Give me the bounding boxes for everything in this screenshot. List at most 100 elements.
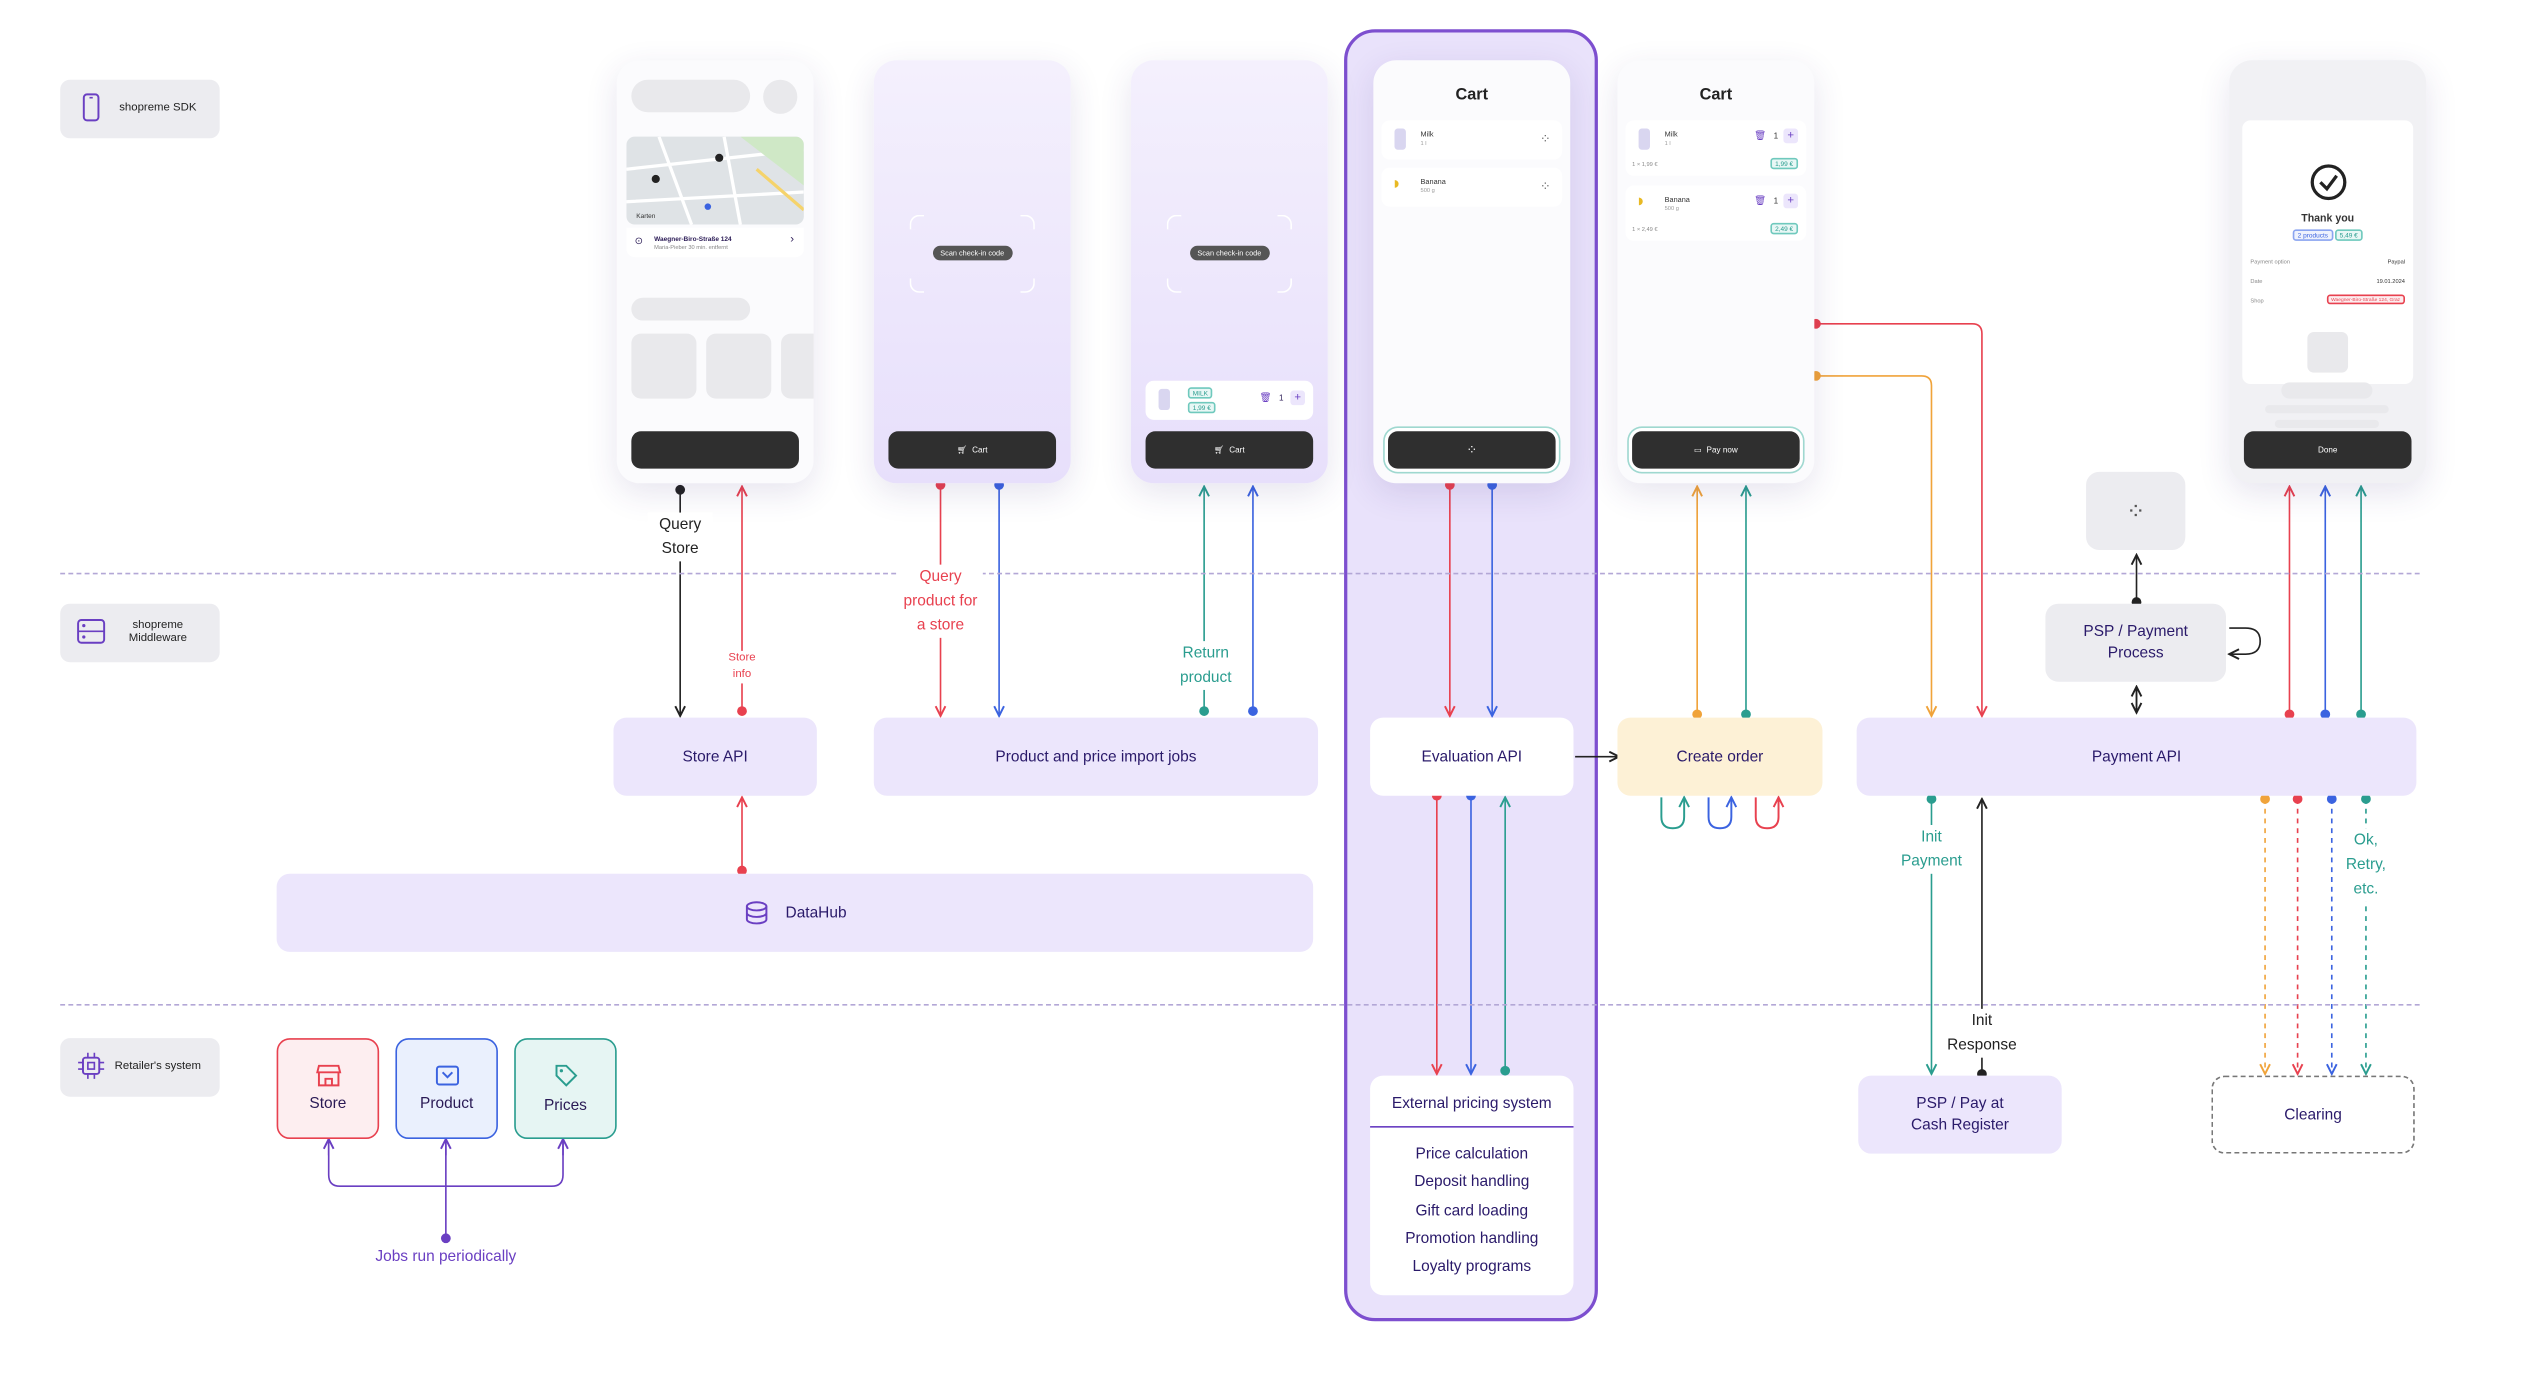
location-icon: ⊙ [634, 237, 643, 248]
phone-scan: Scan check-in code 🛒︎Cart [873, 60, 1071, 484]
pricing-feature: Loyalty programs [1412, 1258, 1532, 1277]
phone-icon [73, 92, 109, 126]
store-select-button[interactable] [631, 431, 799, 469]
product-icon [435, 1064, 459, 1085]
pricing-feature: Promotion handling [1405, 1229, 1539, 1248]
separator-sdk-middleware [60, 572, 2420, 575]
scan-pill: Scan check-in code [932, 245, 1013, 261]
done-button[interactable]: Done [2243, 431, 2412, 469]
store-sub: Maria-Pieber 30 min. entfernt [654, 244, 728, 251]
cart-item-milk[interactable]: Milk 1 l 🗑︎ 1 + 1 × 1,99 € 1,99 € [1625, 120, 1807, 176]
thank-you-title: Thank you [2301, 213, 2355, 225]
cart-item-banana[interactable]: ◗ Banana 500 g 🗑︎ 1 + 1 × 2,49 € 2,49 € [1625, 185, 1807, 241]
pay-now-button[interactable]: ▭Pay now [1632, 431, 1800, 469]
label-init-response: Init Response [1941, 1008, 2023, 1058]
label-return-product: Return product [1171, 641, 1240, 690]
layer-retailer: Retailer's system [60, 1038, 220, 1097]
total-badge: 5,49 € [2334, 229, 2363, 241]
external-pricing-box[interactable]: External pricing system Price calculatio… [1370, 1075, 1574, 1296]
map-view[interactable]: Karten [626, 136, 804, 225]
edge-order-loop-2 [1707, 797, 1732, 830]
psp-cash-box[interactable]: PSP / Pay at Cash Register [1858, 1075, 2062, 1154]
clearing-box[interactable]: Clearing [2211, 1075, 2415, 1154]
label-ok-retry: Ok, Retry, etc. [2343, 828, 2389, 902]
store-api-box[interactable]: Store API [613, 717, 817, 796]
create-order-box[interactable]: Create order [1617, 717, 1823, 796]
plus-icon[interactable]: + [1783, 193, 1799, 209]
price-tag-icon [554, 1064, 577, 1086]
phone-cart-priced: Cart Milk 1 l 🗑︎ 1 + 1 × 1,99 € 1,99 € ◗… [1617, 60, 1815, 484]
receipt-card: Thank you 2 products 5,49 € Payment opti… [2242, 120, 2414, 385]
phone-thank-you: Thank you 2 products 5,49 € Payment opti… [2229, 60, 2427, 484]
milk-icon [1158, 388, 1170, 411]
edge-pay-red [1815, 322, 1982, 716]
datahub-label: DataHub [785, 903, 847, 922]
store-name: Waegner-Biro-Straße 124 [654, 234, 732, 243]
server-icon [73, 618, 109, 649]
milk-icon [1638, 128, 1650, 150]
check-circle-icon [2310, 164, 2347, 201]
datahub-box[interactable]: DataHub [276, 873, 1314, 952]
pricing-feature: Price calculation [1415, 1145, 1529, 1164]
chip-icon [73, 1050, 109, 1084]
phone-scan-item: Scan check-in code MILK 1,99 € 🗑︎ 1 + 🛒︎… [1130, 60, 1328, 484]
retailer-prices-box[interactable]: Prices [514, 1038, 617, 1140]
separator-middleware-retailer [60, 1003, 2420, 1006]
external-pricing-title: External pricing system [1370, 1076, 1574, 1128]
milk-icon [1394, 128, 1406, 150]
layer-middleware: shopreme Middleware [60, 603, 220, 663]
import-jobs-box[interactable]: Product and price import jobs [873, 717, 1319, 796]
layer-middleware-label: shopreme Middleware [128, 619, 187, 645]
database-icon [745, 901, 767, 925]
scanned-item[interactable]: MILK 1,99 € 🗑︎ 1 + [1145, 380, 1314, 420]
retailer-store-box[interactable]: Store [276, 1038, 380, 1140]
retailer-product-box[interactable]: Product [395, 1038, 498, 1140]
plus-icon[interactable]: + [1290, 390, 1306, 406]
edge-order-loop-1 [1660, 797, 1684, 830]
label-init-payment: Init Payment [1892, 824, 1971, 874]
cart-item-banana[interactable]: ◗ Banana 500 g ⁘ [1381, 167, 1563, 207]
phone-store-select: Karten ⊙ Waegner-Biro-Straße 124 Maria-P… [616, 60, 814, 484]
label-jobs-periodically: Jobs run periodically [348, 1244, 544, 1270]
cart-icon: 🛒︎ [1214, 445, 1225, 455]
trash-icon[interactable]: 🗑︎ [1259, 393, 1272, 404]
banana-icon: ◗ [1635, 192, 1647, 212]
cart-button[interactable]: 🛒︎Cart [888, 431, 1057, 469]
pricing-feature: Gift card loading [1415, 1201, 1529, 1220]
layer-sdk: shopreme SDK [60, 79, 220, 139]
quantity: 1 [1278, 393, 1284, 404]
products-badge: 2 products [2292, 229, 2333, 241]
label-query-product: Query product for a store [898, 564, 983, 638]
label-store-info: Store info [720, 650, 764, 684]
cart-title: Cart [1455, 86, 1489, 105]
card-icon: ▭ [1693, 445, 1702, 455]
cart-item-milk[interactable]: Milk 1 l ⁘ [1381, 120, 1563, 160]
chevron-right-icon: › [790, 234, 795, 246]
layer-sdk-label: shopreme SDK [119, 102, 197, 114]
banana-icon: ◗ [1391, 174, 1403, 194]
store-icon [315, 1064, 341, 1086]
scan-frame [1166, 214, 1292, 293]
evaluation-api-box[interactable]: Evaluation API [1370, 717, 1574, 796]
map-label: Karten [636, 211, 656, 220]
edge-psp-loop [2229, 627, 2261, 654]
edge-pay-orange [1815, 375, 1932, 716]
phone-cart-evaluating: Cart Milk 1 l ⁘ ◗ Banana 500 g ⁘ ⁘ [1373, 60, 1571, 484]
cart-button[interactable]: 🛒︎Cart [1145, 431, 1314, 469]
psp-process-box[interactable]: PSP / Payment Process [2045, 603, 2227, 682]
cart-title: Cart [1699, 86, 1733, 105]
item-tag-price: 1,99 € [1187, 401, 1216, 414]
scan-frame [909, 214, 1035, 293]
trash-icon[interactable]: 🗑︎ [1754, 131, 1767, 142]
cart-icon: 🛒︎ [956, 445, 968, 455]
loading-spinner-icon: ⁘ [2126, 497, 2146, 524]
psp-loading-card: ⁘ [2086, 471, 2186, 550]
store-card[interactable]: ⊙ Waegner-Biro-Straße 124 Maria-Pieber 3… [626, 227, 804, 258]
layer-retailer-label: Retailer's system [114, 1060, 202, 1073]
label-query-store: Query Store [647, 512, 713, 562]
plus-icon[interactable]: + [1783, 128, 1799, 144]
evaluating-button[interactable]: ⁘ [1388, 431, 1556, 469]
payment-api-box[interactable]: Payment API [1856, 717, 2417, 796]
trash-icon[interactable]: 🗑︎ [1754, 196, 1767, 207]
